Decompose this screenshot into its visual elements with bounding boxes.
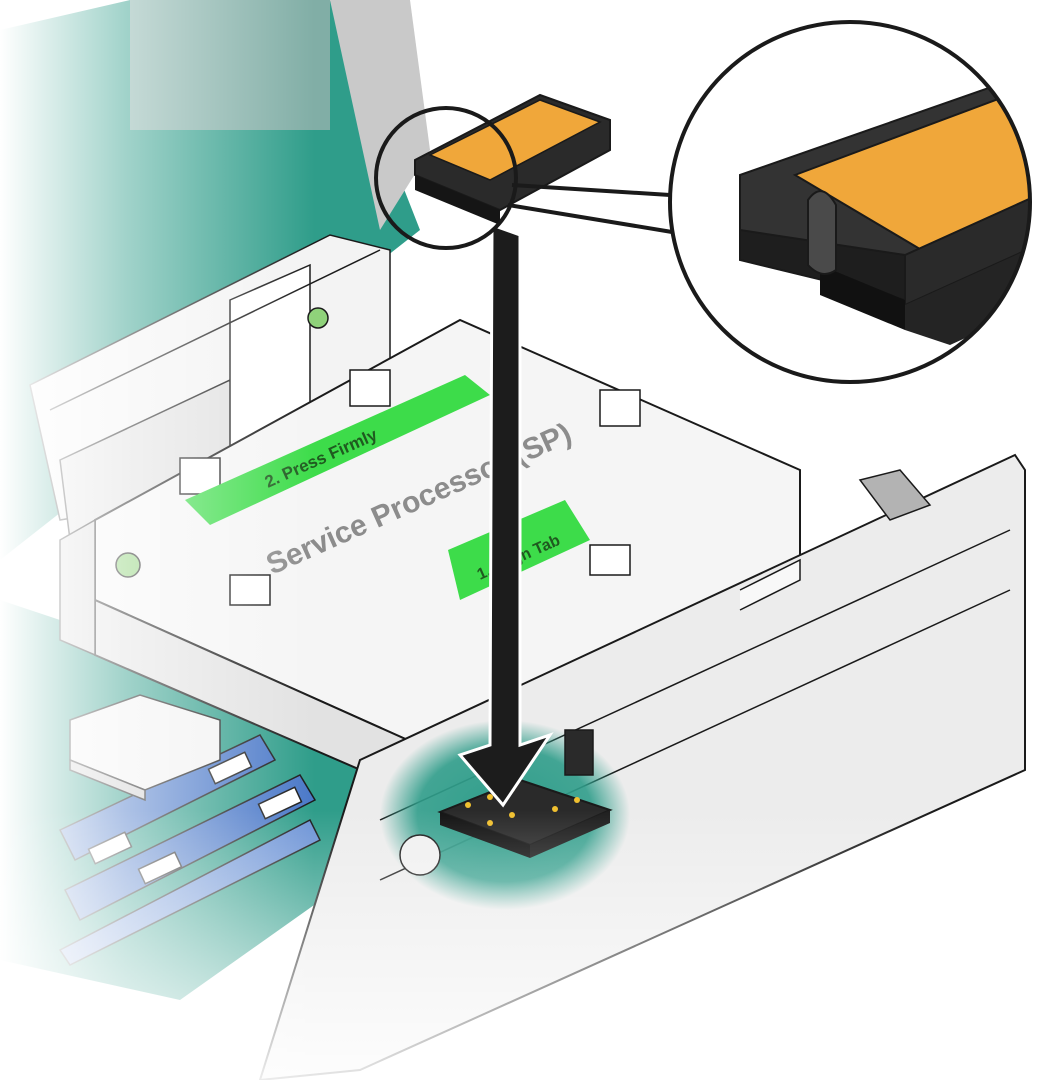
magnified-detail-callout	[668, 20, 1032, 384]
callout-line-bottom	[507, 203, 673, 234]
standoff-post	[399, 834, 441, 876]
back-panel	[130, 0, 330, 130]
standoff-screw-icon	[307, 307, 329, 329]
small-connector	[564, 729, 594, 776]
magnified-notch	[807, 190, 837, 275]
standoff-screw-icon	[115, 552, 141, 578]
